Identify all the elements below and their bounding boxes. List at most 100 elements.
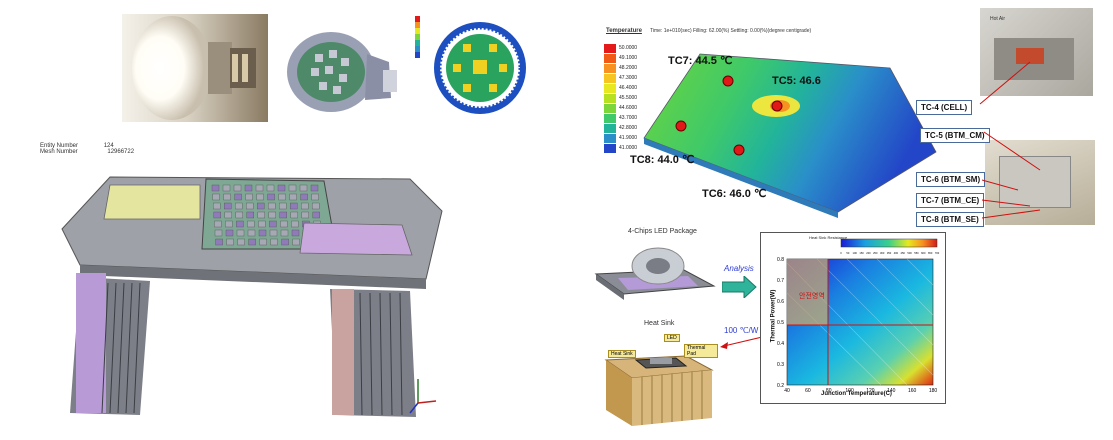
led-chip (245, 193, 253, 201)
legend-value: 42.8000 (619, 125, 638, 131)
tc6-btm-sm-label: TC-6 (BTM_SM) (916, 172, 986, 187)
heatsink-part-label: Heat Sink (608, 350, 636, 358)
y-tick-label: 0.5 (777, 320, 784, 326)
led-package-model (588, 236, 718, 306)
led-chip (278, 202, 287, 210)
led-chip (213, 211, 222, 219)
entity-value: 124 (103, 143, 114, 149)
legend-swatch (604, 44, 616, 53)
led-part-label: LED (664, 334, 680, 342)
legend-value: 43.7000 (619, 115, 638, 121)
led-chip (300, 193, 308, 201)
led-chip (279, 211, 288, 219)
tc-leader-lines (979, 61, 1041, 219)
legend-swatch (604, 64, 616, 73)
led-chip (234, 202, 243, 210)
led-chip (257, 211, 266, 219)
colorbar-tick-label: 250 (873, 251, 878, 255)
thermal-pad-part-label: Thermal Pad (684, 344, 718, 358)
colorbar-tick-label: 700 (935, 251, 940, 255)
legend-value: 41.0000 (619, 145, 638, 151)
contour-ylabel: Thermal Power(W) (770, 289, 777, 343)
led-chip (236, 229, 245, 237)
led-chip (281, 238, 289, 246)
analysis-arrow (722, 276, 757, 298)
safe-region-label: 안전영역 (799, 293, 825, 300)
led-bulb-drawing (132, 16, 256, 120)
x-tick-label: 40 (784, 388, 790, 394)
led-chip (246, 211, 255, 219)
entity-label: Entity Number (40, 143, 79, 149)
chamber-photo-bottom (985, 140, 1095, 225)
colorbar-tick-label: 350 (887, 251, 892, 255)
led-chip (225, 229, 234, 237)
led-chip (212, 193, 220, 201)
analysis-label: Analysis (724, 264, 754, 273)
y-tick-label: 0.7 (777, 278, 784, 284)
led-chip (280, 220, 288, 228)
led-chip (270, 238, 278, 246)
led-chip (280, 229, 289, 237)
led-chip (258, 220, 266, 228)
led-chip (222, 184, 231, 192)
colorbar-tick-label: 300 (880, 251, 885, 255)
led-chip (211, 184, 220, 192)
led-chip (277, 184, 286, 192)
tc8-btm-se-label: TC-8 (BTM_SE) (916, 212, 984, 227)
led-chip (236, 220, 244, 228)
led-spotlight-model (285, 14, 407, 122)
legend-value: 49.1000 (619, 55, 638, 61)
led-chip (234, 193, 242, 201)
led-chip (301, 211, 309, 219)
legend-swatch (604, 114, 616, 123)
led-chip (289, 202, 298, 210)
tc5-label: TC5: 46.6 (772, 75, 821, 87)
legend-swatch (604, 94, 616, 103)
led-chip (310, 184, 319, 192)
y-tick-label: 0.8 (777, 257, 784, 263)
legend-value: 47.3000 (619, 75, 638, 81)
colorbar-tick-label: 450 (901, 251, 906, 255)
legend-value: 41.9000 (619, 135, 638, 141)
led-chip (248, 238, 256, 246)
led-chip (233, 184, 242, 192)
colorbar-tick-label: 100 (853, 251, 858, 255)
mesh-label: Mesh Number (40, 149, 78, 155)
x-tick-label: 140 (887, 388, 896, 394)
mesh-info: Entity Number 124 Mesh Number 12966722 (40, 143, 134, 155)
mesh-value: 12966722 (107, 149, 135, 155)
led-chip (223, 202, 232, 210)
x-tick-label: 80 (826, 388, 832, 394)
led-chip (291, 220, 299, 228)
led-chip (289, 193, 297, 201)
led-chip (215, 238, 223, 246)
tc-points (640, 40, 940, 220)
y-tick-label: 0.4 (777, 341, 784, 347)
led-chip (291, 229, 300, 237)
colorbar-tick-label: 500 (907, 251, 912, 255)
legend-swatch (604, 104, 616, 113)
colorbar-tick-label: 0 (840, 251, 842, 255)
led-chip (267, 193, 275, 201)
contour-title: Heat Sink Resistance (809, 235, 848, 240)
led-chip (247, 229, 256, 237)
led-chip (256, 193, 264, 201)
led-grid (211, 184, 322, 246)
legend-swatch (604, 124, 616, 133)
tc8-label: TC8: 44.0 ℃ (630, 154, 695, 166)
colorbar-tick-label: 50 (846, 251, 849, 255)
led-chip (292, 238, 300, 246)
tc4-cell-label: TC-4 (CELL) (916, 100, 973, 115)
led-chip (258, 229, 267, 237)
led-chip (244, 184, 253, 192)
led-chip (269, 229, 278, 237)
led-chip (237, 238, 245, 246)
colorbar-tick-label: 200 (866, 251, 871, 255)
led-chip (247, 220, 255, 228)
led-chip (256, 202, 265, 210)
led-chip (299, 184, 308, 192)
led-chip (311, 193, 319, 201)
y-tick-label: 0.2 (777, 383, 784, 389)
